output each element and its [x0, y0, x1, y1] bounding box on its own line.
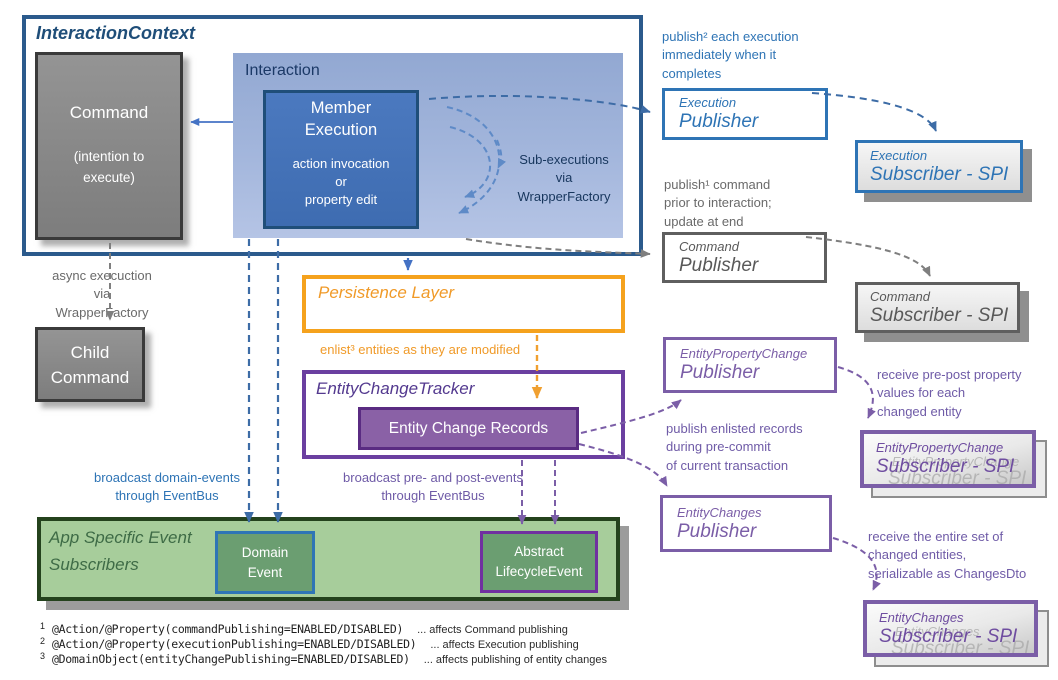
arrow-epc-publisher-to-subscriber — [837, 366, 876, 419]
footnote-3: 3 @DomainObject(entityChangePublishing=EN… — [40, 651, 607, 666]
footnote-2: 2 @Action/@Property(executionPublishing=E… — [40, 636, 579, 651]
entity-property-change-subscriber: EntityPropertyChange Subscriber - SPI En… — [860, 430, 1047, 498]
command-box: Command (intention to execute) — [35, 52, 183, 240]
command-title: Command — [69, 103, 149, 122]
command-publisher-role: Publisher — [679, 254, 759, 276]
async-execution-note: async execuction via WrapperFactory — [52, 268, 152, 320]
entity-property-change-subscriber-type: EntityPropertyChange — [876, 440, 1004, 455]
app-event-subscribers-title: App Specific Event Subscribers — [49, 528, 192, 575]
footnote-sup: 3 — [40, 651, 46, 661]
child-command-label: Child Command — [50, 343, 130, 387]
entity-change-records-label: Entity Change Records — [388, 419, 549, 437]
footnote-1: 1 @Action/@Property(commandPublishing=ENA… — [40, 621, 568, 636]
command-publisher-box: Command Publisher — [662, 232, 827, 283]
persistence-layer-box — [302, 275, 625, 333]
execution-subscriber-role: Subscriber - SPI — [870, 163, 1009, 185]
entity-property-change-subscriber-box: EntityPropertyChange Subscriber - SPI En… — [860, 430, 1036, 488]
member-execution-box: Member Execution action invocation or pr… — [263, 90, 419, 229]
command-subscriber-role: Subscriber - SPI — [870, 304, 1009, 326]
command-subscriber-type: Command — [870, 288, 930, 304]
command-subtitle: (intention to execute) — [73, 149, 145, 185]
footnote-text: ... affects publishing of entity changes — [423, 654, 607, 666]
entity-change-tracker-title: EntityChangeTracker — [316, 379, 475, 398]
entity-property-change-publisher-type: EntityPropertyChange — [680, 346, 808, 361]
footnote-code: @Action/@Property(executionPublishing=EN… — [52, 637, 417, 651]
interaction-context-box — [22, 15, 643, 256]
footnote-text: ... affects Execution publishing — [430, 639, 579, 651]
ghost-label: EntityChanges — [895, 624, 980, 639]
entity-changes-publisher-role: Publisher — [677, 520, 757, 542]
command-publisher-type: Command — [679, 238, 739, 254]
entity-change-records-box: Entity Change Records — [358, 407, 579, 450]
ghost-label: Subscriber - SPI — [891, 638, 1030, 657]
publish-execution-note: publish² each execution immediately when… — [662, 29, 799, 81]
footnote-sup: 1 — [40, 621, 46, 631]
publish-enlisted-note: publish enlisted records during pre-comm… — [666, 421, 803, 473]
entity-property-change-subscriber-role: Subscriber - SPI — [876, 456, 1015, 477]
member-execution-title: Member Execution — [304, 99, 378, 139]
execution-subscriber-type: Execution — [870, 147, 928, 163]
entity-changes-subscriber-role: Subscriber - SPI — [879, 625, 1018, 647]
interaction-title: Interaction — [245, 62, 320, 79]
receive-prepost-note: receive pre-post property values for eac… — [877, 367, 1022, 419]
entity-changes-publisher-box: EntityChanges Publisher — [660, 495, 832, 552]
abstract-lifecycle-event-box: Abstract LifecycleEvent — [480, 531, 598, 593]
entity-property-change-publisher-role: Publisher — [680, 362, 760, 383]
enlist-note: enlist³ entities as they are modified — [320, 342, 521, 357]
footnote-sup: 2 — [40, 636, 46, 646]
execution-publisher-role: Publisher — [679, 111, 759, 132]
domain-event-box: Domain Event — [215, 531, 315, 594]
sub-executions-label: Sub-executions via WrapperFactory — [517, 152, 611, 204]
entity-changes-subscriber-type: EntityChanges — [879, 609, 964, 625]
abstract-lifecycle-event-label: Abstract LifecycleEvent — [495, 544, 583, 579]
footnote-code: @Action/@Property(commandPublishing=ENAB… — [52, 622, 404, 636]
interaction-context-title: InteractionContext — [36, 23, 196, 43]
execution-subscriber-box: Execution Subscriber - SPI — [855, 140, 1023, 193]
execution-publisher-box: Execution Publisher — [662, 88, 828, 140]
ghost-label: Subscriber - SPI — [888, 468, 1027, 488]
command-subscriber-box: Command Subscriber - SPI — [855, 282, 1020, 333]
receive-entire-set-note: receive the entire set of changed entiti… — [868, 529, 1027, 581]
arrow-execution-publisher-to-subscriber — [811, 92, 937, 132]
member-execution-body: action invocation or property edit — [292, 155, 390, 207]
child-command-box: Child Command — [35, 327, 145, 402]
entity-property-change-publisher-box: EntityPropertyChange Publisher — [663, 337, 837, 393]
ghost-label: EntityPropertyChange — [892, 454, 1020, 469]
domain-event-label: Domain Event — [241, 544, 289, 580]
entity-changes-publisher-type: EntityChanges — [677, 504, 762, 520]
execution-publisher-type: Execution — [679, 95, 737, 110]
footnote-text: ... affects Command publishing — [417, 624, 568, 636]
footnote-code: @DomainObject(entityChangePublishing=ENA… — [52, 652, 410, 666]
publish-command-note: publish¹ command prior to interaction; u… — [664, 177, 772, 229]
broadcast-domain-label: broadcast domain-events through EventBus — [94, 470, 240, 504]
persistence-layer-title: Persistence Layer — [318, 283, 455, 302]
entity-changes-subscriber-box: EntityChanges Subscriber - SPI EntityCha… — [863, 600, 1038, 657]
broadcast-prepost-label: broadcast pre- and post-events through E… — [343, 470, 523, 504]
entity-changes-subscriber: EntityChanges Subscriber - SPI EntityCha… — [863, 600, 1049, 667]
